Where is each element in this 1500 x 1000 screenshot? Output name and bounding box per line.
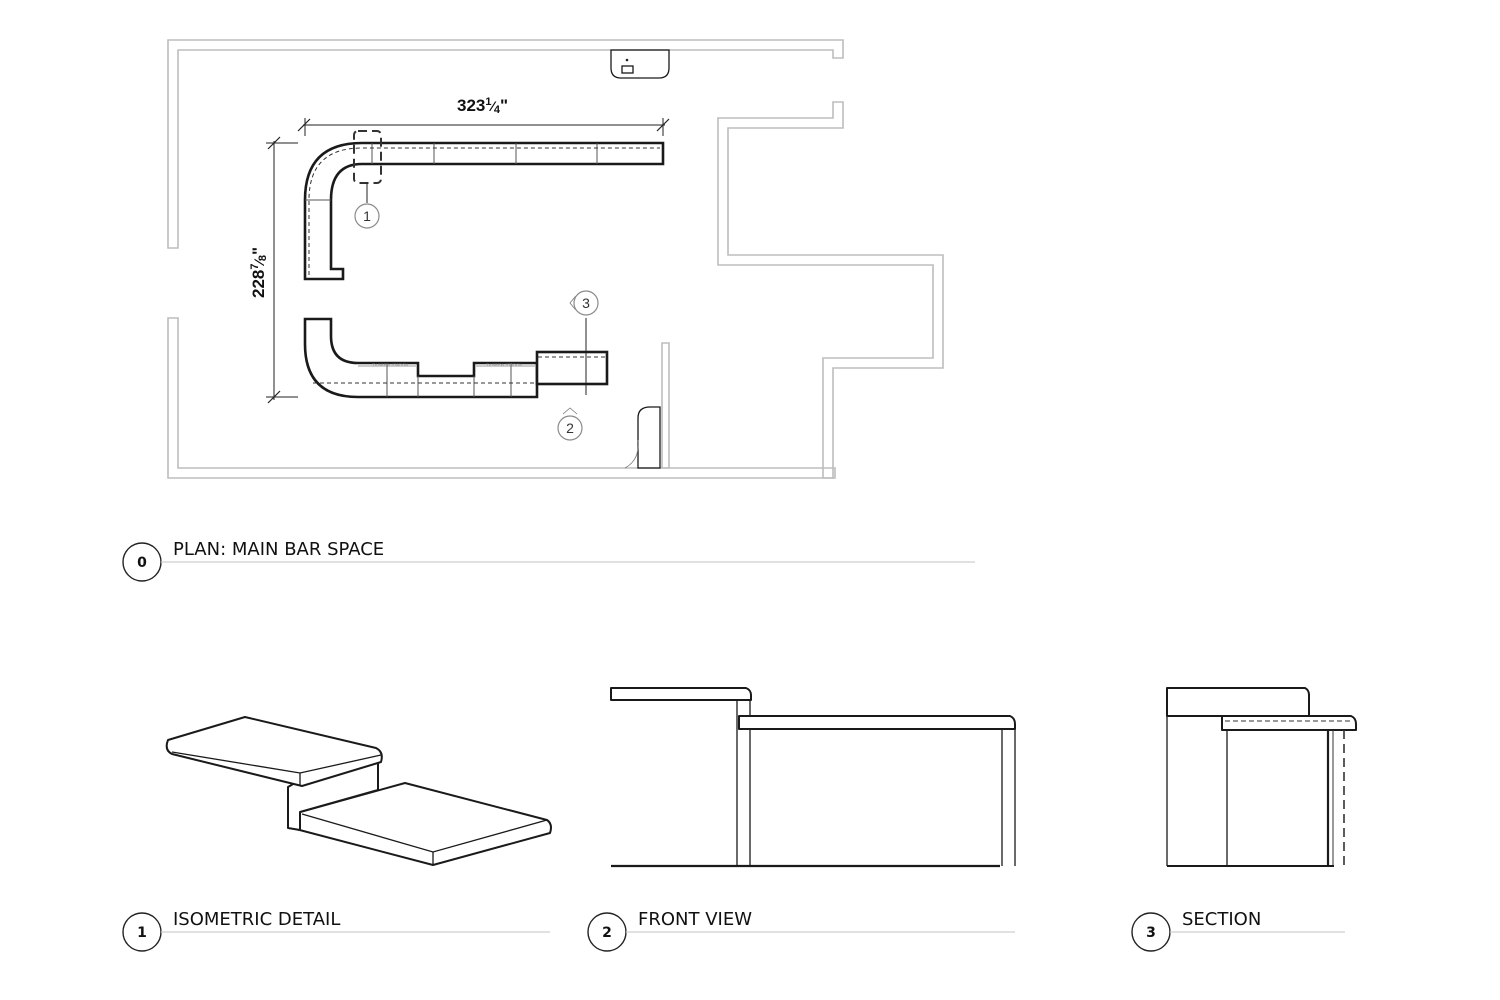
view-title-isometric: 1 ISOMETRIC DETAIL [122, 909, 550, 952]
svg-text:3: 3 [582, 295, 590, 311]
dimension-width: 3231⁄4" [297, 96, 670, 136]
view-title: SECTION [1182, 909, 1261, 930]
view-title-section: 3 SECTION [1131, 909, 1345, 952]
bar-run-upper [303, 130, 665, 281]
svg-text:2: 2 [566, 420, 574, 436]
svg-text:1: 1 [363, 208, 371, 224]
room-walls [167, 39, 944, 479]
plan-view: TV BREW STATION TV BREW STATION 3231⁄4" … [167, 39, 944, 479]
section-view [1166, 687, 1357, 867]
callout-2: 2 [557, 407, 583, 441]
view-title-plan: 0 PLAN: MAIN BAR SPACE [122, 539, 975, 582]
view-number: 1 [137, 925, 147, 941]
station-label-left: TV BREW STATION [372, 362, 408, 367]
dimension-depth-label: 2287⁄8" [249, 247, 269, 298]
dimension-depth: 2287⁄8" [249, 136, 298, 404]
sink [610, 49, 670, 79]
callout-3: 3 [569, 290, 599, 395]
door [624, 406, 661, 469]
view-title: ISOMETRIC DETAIL [173, 909, 340, 930]
isometric-detail [165, 716, 552, 866]
front-view [610, 687, 1016, 868]
view-title: PLAN: MAIN BAR SPACE [173, 539, 384, 560]
view-number: 2 [602, 925, 612, 941]
dimension-width-label: 3231⁄4" [457, 96, 508, 116]
view-number: 0 [137, 555, 147, 571]
station-label-right: TV BREW STATION [486, 362, 522, 367]
bar-run-lower: TV BREW STATION TV BREW STATION [303, 317, 609, 399]
view-title-front: 2 FRONT VIEW [587, 909, 1015, 952]
callout-1: 1 [354, 203, 380, 229]
view-title: FRONT VIEW [638, 909, 752, 930]
view-number: 3 [1146, 925, 1156, 941]
